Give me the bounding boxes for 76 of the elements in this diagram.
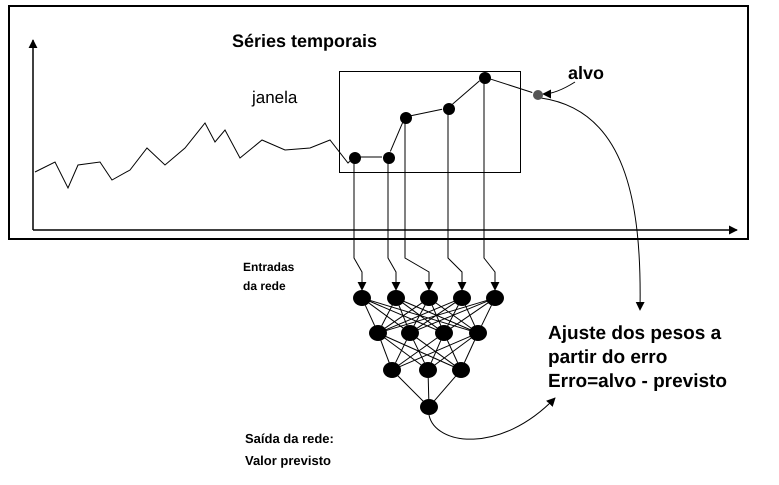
neuron-node: [401, 325, 419, 341]
layer-label: Entradas da rede: [243, 259, 296, 295]
chart-title: Séries temporais: [232, 31, 378, 52]
connection-line: [395, 340, 407, 364]
connection-line: [380, 340, 390, 364]
connection-line: [364, 304, 376, 326]
data-point: [400, 112, 412, 124]
connection-line: [384, 337, 422, 366]
connection-line: [381, 304, 393, 326]
connection-line: [397, 375, 424, 402]
neuron-node: [353, 290, 371, 306]
connection-line: [368, 302, 404, 329]
connection-line: [428, 378, 430, 400]
note-text: Ajuste dos pesos a partir do erro: [548, 322, 722, 370]
connection-line: [384, 336, 454, 368]
neuron-node: [383, 362, 401, 378]
connection-line: [398, 336, 472, 368]
connection-line: [434, 337, 472, 366]
connection-line: [402, 300, 472, 330]
connection-line: [385, 300, 488, 332]
window-label: janela: [252, 88, 298, 108]
connection-line: [450, 302, 489, 329]
connection-line: [368, 300, 438, 330]
neuron-node: [369, 325, 387, 341]
note-text: Erro=alvo - previsto: [548, 370, 727, 394]
neuron-node: [387, 290, 405, 306]
arrow: [428, 397, 556, 440]
connection-line: [398, 304, 408, 326]
connection-line: [416, 302, 456, 330]
data-point: [479, 72, 491, 84]
series-line: [390, 122, 404, 152]
arrow: [388, 162, 400, 291]
connection-line: [481, 304, 492, 326]
chart-panel: [8, 5, 749, 240]
neuron-node: [453, 290, 471, 306]
connection-line: [434, 376, 456, 402]
neuron-node: [486, 290, 504, 306]
target-label: alvo: [568, 63, 604, 84]
neuron-node: [420, 290, 438, 306]
connection-line: [416, 337, 456, 366]
arrow: [540, 98, 645, 311]
connection-line: [446, 340, 458, 364]
connection-line: [430, 340, 442, 364]
connection-line: [435, 302, 472, 329]
connection-line: [369, 300, 471, 332]
neuron-node: [452, 362, 470, 378]
data-point: [383, 152, 395, 164]
connection-line: [413, 304, 426, 326]
connection-line: [464, 340, 476, 364]
arrow: [484, 82, 500, 291]
connection-line: [464, 304, 476, 326]
connection-line: [416, 300, 488, 330]
series-line: [34, 122, 350, 190]
series-line: [360, 156, 382, 158]
connection-line: [402, 302, 438, 329]
series-line: [410, 108, 443, 116]
series-line: [489, 78, 533, 93]
connection-line: [413, 340, 425, 364]
data-point: [533, 90, 543, 100]
neuron-node: [435, 325, 453, 341]
neuron-node: [469, 325, 487, 341]
series-line: [452, 80, 480, 105]
output-caption: Saída da rede: Valor previsto: [245, 430, 335, 470]
connection-line: [398, 337, 438, 366]
arrow: [404, 122, 434, 291]
arrow: [542, 82, 576, 98]
connection-line: [384, 300, 456, 330]
neuron-node: [419, 362, 437, 378]
data-point: [443, 103, 455, 115]
connection-line: [447, 304, 459, 326]
neuron-node: [420, 399, 438, 415]
connection-line: [432, 304, 442, 326]
arrow: [354, 162, 366, 291]
data-point: [349, 152, 361, 164]
connection-line: [384, 302, 423, 329]
arrow: [448, 114, 466, 291]
